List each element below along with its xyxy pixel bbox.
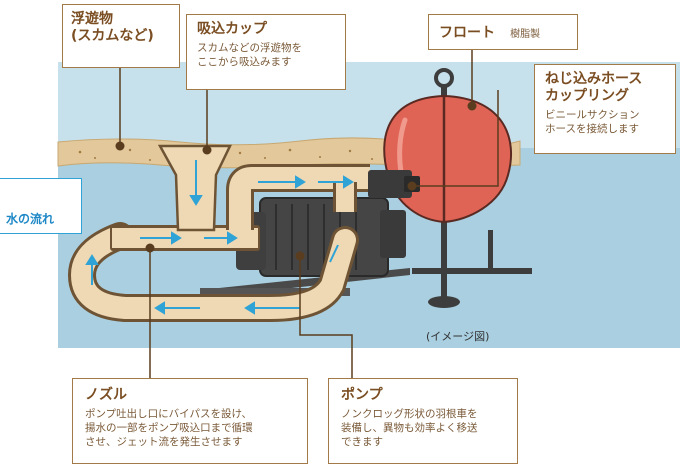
float-foot [428, 296, 460, 308]
float-leg [488, 230, 493, 274]
leader-lines [119, 50, 499, 378]
discharge-pipe-fill [229, 167, 370, 230]
suction-cup-desc: スカムなどの浮遊物を ここから吸込みます [197, 42, 302, 68]
callout-nozzle: ノズル ポンプ吐出し口にバイパスを設け、 揚水の一部をポンプ吸込口まで循環 させ… [72, 378, 308, 464]
nozzle-pipe [112, 228, 258, 248]
float-material: 樹脂製 [510, 29, 541, 40]
image-caption: (イメージ図) [426, 330, 490, 343]
scum-speckles [78, 148, 373, 161]
scum-label: 浮遊物 (スカムなど) [71, 11, 154, 44]
callout-hose-coupling: ねじ込みホース カップリング ビニールサクション ホースを接続します [534, 64, 676, 154]
water-flow-text: 水の流れ [6, 212, 55, 226]
pump-base-rail [200, 288, 350, 296]
leader-dots [115, 101, 477, 261]
pump-desc: ノンクロッグ形状の羽根車を 装備し、異物も効率よく移送 できます [341, 408, 478, 448]
bypass-pipe-fill [70, 225, 356, 319]
callout-scum: 浮遊物 (スカムなど) [62, 4, 180, 68]
hose-coupling [368, 170, 412, 198]
motor-endcap [380, 210, 406, 258]
nozzle-desc: ポンプ吐出し口にバイパスを設け、 揚水の一部をポンプ吸込口まで循環 させ、ジェッ… [85, 408, 253, 448]
hose-coupling-title: ねじ込みホース カップリング [545, 71, 643, 104]
flow-arrows [85, 160, 354, 315]
pump-title: ポンプ [341, 387, 383, 403]
callout-pump: ポンプ ノンクロッグ形状の羽根車を 装備し、異物も効率よく移送 できます [328, 378, 518, 464]
suction-cup-title: 吸込カップ [197, 21, 267, 37]
water-flow-label: 水の流れ [0, 178, 82, 234]
nozzle-title: ノズル [85, 387, 127, 403]
callout-float: フロート 樹脂製 [428, 14, 578, 50]
float-eye-bolt [434, 68, 454, 88]
float-title: フロート [439, 25, 495, 41]
callout-suction-cup: 吸込カップ スカムなどの浮遊物を ここから吸込みます [186, 14, 346, 90]
float-crossbar [412, 268, 532, 274]
hose-coupling-desc: ビニールサクション ホースを接続します [545, 109, 640, 135]
